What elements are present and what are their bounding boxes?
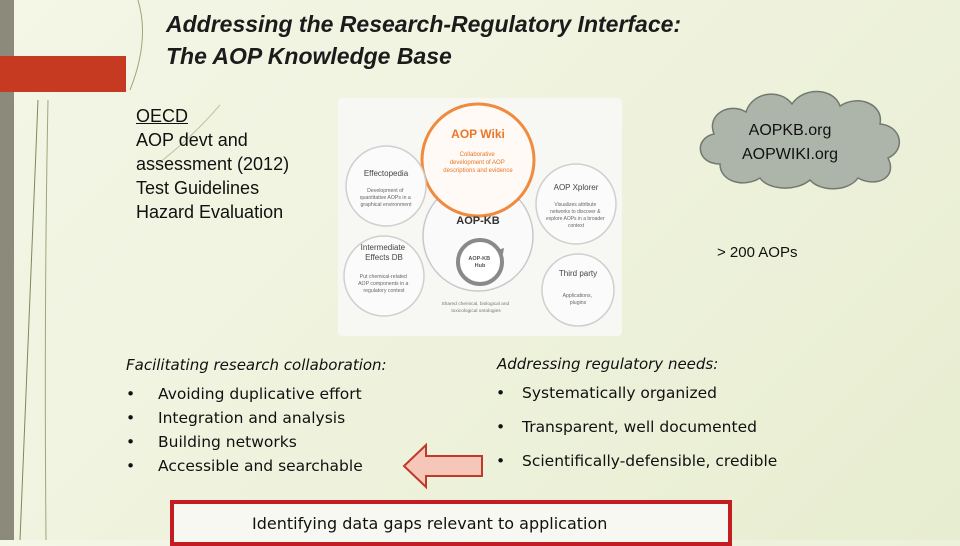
decorative-lines bbox=[19, 0, 220, 540]
aop-xplorer-label: AOP Xplorer bbox=[554, 183, 599, 192]
effectopedia-label: Effectopedia bbox=[364, 169, 409, 178]
data-gaps-box: Identifying data gaps relevant to applic… bbox=[170, 500, 732, 546]
intermediate-effects-circle bbox=[343, 235, 425, 317]
list-item: Scientifically-defensible, credible bbox=[496, 449, 777, 483]
oecd-heading: OECD bbox=[136, 106, 189, 126]
svg-text:Put chemical-related AOP: Put chemical-related AOP components in a… bbox=[358, 274, 410, 294]
list-item: Transparent, well documented bbox=[496, 415, 777, 449]
aop-kb-diagram: AOP Wiki Collaborative development of AO… bbox=[338, 98, 622, 336]
intermediate-effects-label: Intermediate Effects DB bbox=[361, 243, 408, 262]
left-accent-bar bbox=[0, 0, 14, 540]
svg-text:Development of quantitat: Development of quantitative AOPs in a gr… bbox=[360, 188, 413, 208]
cloud-line-aopwiki: AOPWIKI.org bbox=[741, 146, 839, 163]
svg-text:Visualizes attribute net: Visualizes attribute networks to discove… bbox=[546, 202, 606, 229]
cloud-shape bbox=[699, 90, 901, 190]
cloud-line-aopkb: AOPKB.org bbox=[748, 122, 832, 139]
oecd-line: Hazard Evaluation bbox=[136, 202, 284, 222]
title-line-2: The AOP Knowledge Base bbox=[166, 43, 452, 69]
svg-text:Shared chemical, biological an: Shared chemical, biological and toxicolo… bbox=[441, 301, 510, 314]
aop-kb-label: AOP-KB bbox=[456, 215, 499, 227]
svg-text:AOP-KB Hub: AOP-KB Hub bbox=[468, 256, 491, 269]
left-arrow-icon bbox=[402, 442, 483, 490]
research-list: Avoiding duplicative effort Integration … bbox=[126, 382, 363, 478]
svg-text:Collaborative developmen: Collaborative development of AOP descrip… bbox=[443, 152, 513, 174]
list-item: Avoiding duplicative effort bbox=[126, 382, 363, 406]
list-item: Integration and analysis bbox=[126, 406, 363, 430]
oecd-line: Test Guidelines bbox=[136, 178, 260, 198]
title-line-1: Addressing the Research-Regulatory Inter… bbox=[166, 11, 682, 37]
list-item: Building networks bbox=[126, 430, 363, 454]
oecd-line: AOP devt and bbox=[136, 130, 248, 150]
aop-wiki-label: AOP Wiki bbox=[451, 127, 505, 141]
aop-wiki-circle bbox=[420, 102, 536, 218]
oecd-line: assessment (2012) bbox=[136, 154, 290, 174]
research-heading: Facilitating research collaboration: bbox=[126, 356, 387, 374]
effectopedia-circle bbox=[345, 145, 427, 227]
aop-xplorer-circle bbox=[535, 163, 617, 245]
hub-arrowhead-icon bbox=[498, 248, 504, 254]
hub-arrow-icon bbox=[456, 238, 504, 286]
list-item: Systematically organized bbox=[496, 381, 777, 415]
regulatory-heading: Addressing regulatory needs: bbox=[497, 355, 719, 373]
third-party-label: Third party bbox=[559, 269, 597, 278]
slide-title: Addressing the Research-Regulatory Inter… bbox=[166, 8, 681, 72]
aop-count: > 200 AOPs bbox=[717, 244, 798, 261]
regulatory-list: Systematically organized Transparent, we… bbox=[496, 381, 777, 483]
list-item: Accessible and searchable bbox=[126, 454, 363, 478]
third-party-circle bbox=[541, 253, 615, 327]
oecd-text-block: OECD AOP devt and assessment (2012) Test… bbox=[136, 104, 289, 224]
red-accent-tab bbox=[0, 56, 126, 92]
svg-text:Applications, plugins: Applications, plugins bbox=[563, 293, 594, 306]
cloud-text: AOPKB.org AOPWIKI.org bbox=[700, 119, 880, 167]
data-gaps-text: Identifying data gaps relevant to applic… bbox=[252, 514, 608, 533]
aop-kb-diagram-svg: AOP Wiki Collaborative development of AO… bbox=[343, 102, 617, 327]
